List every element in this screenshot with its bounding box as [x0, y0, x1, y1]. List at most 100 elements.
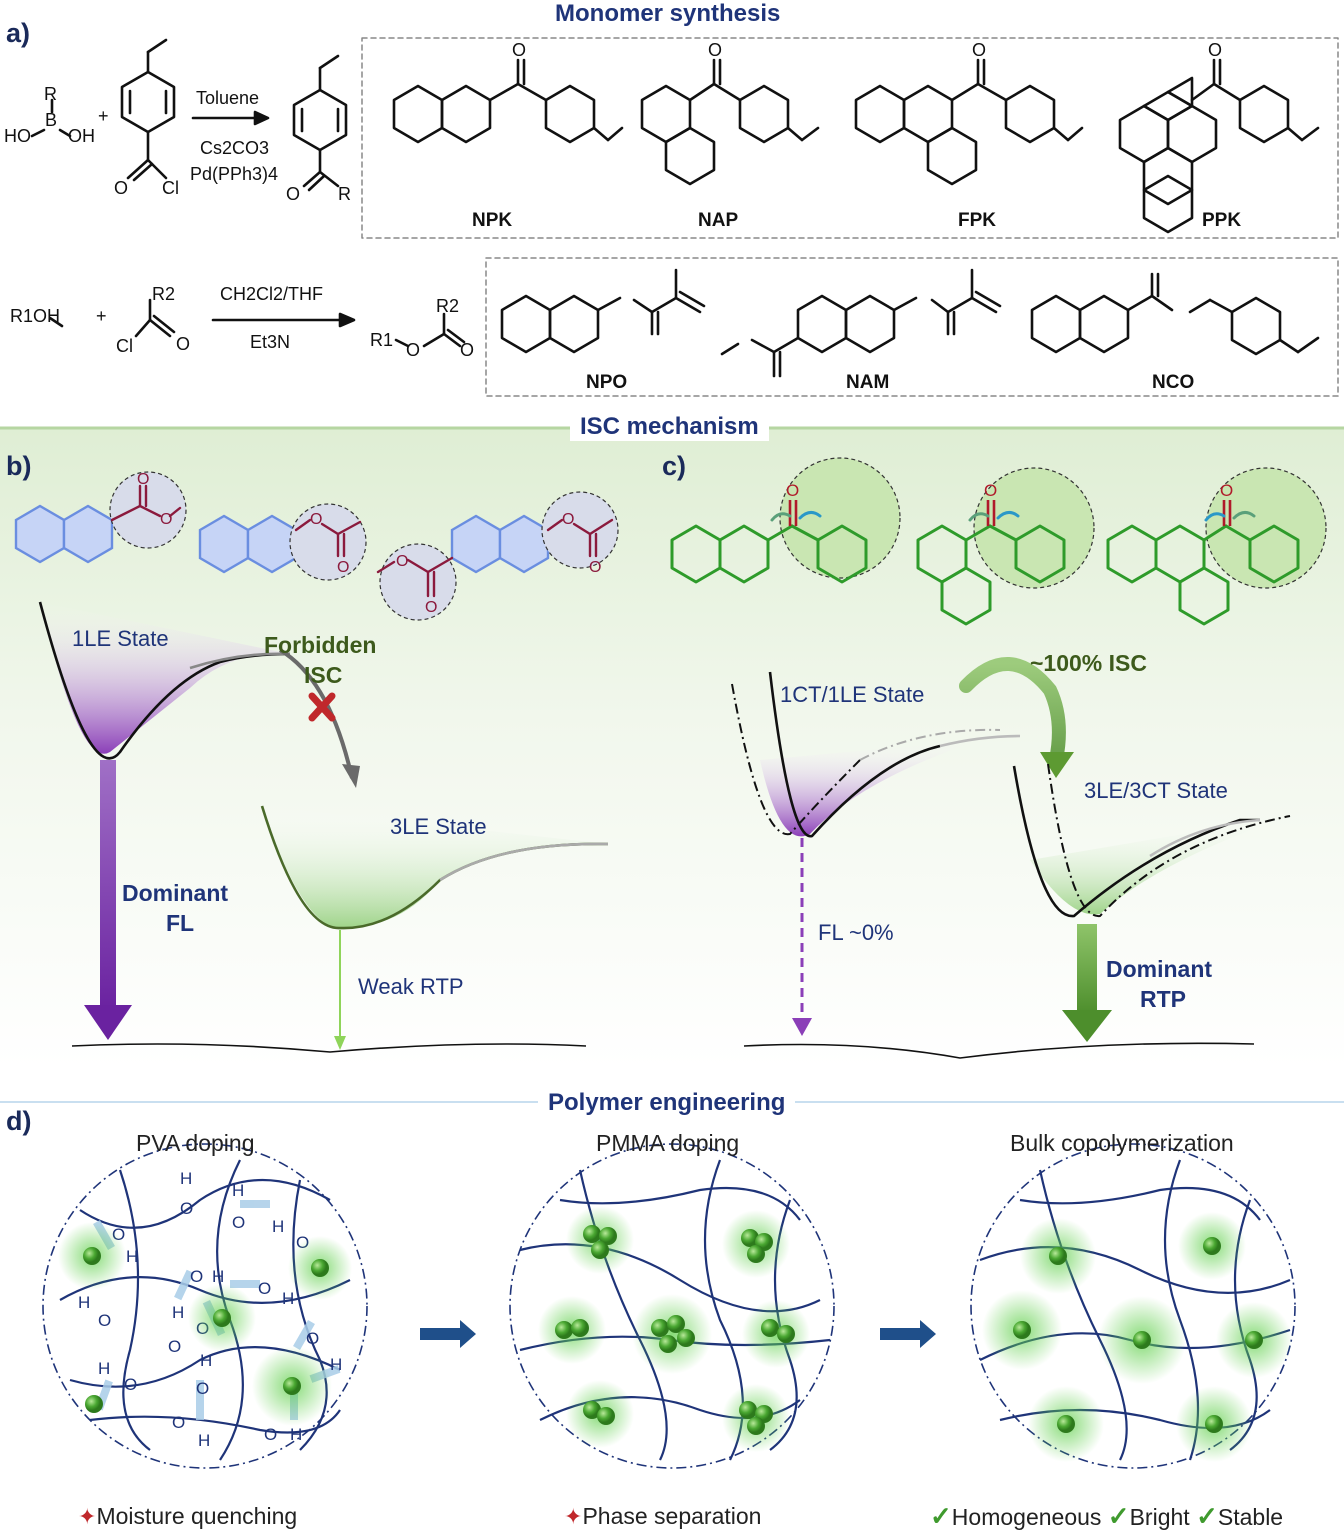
compound-label-nam: NAM — [846, 372, 890, 393]
svg-text:O: O — [984, 481, 997, 500]
svg-text:O: O — [337, 559, 349, 576]
acyl-o: O — [176, 334, 191, 354]
pmma-doping-title: PMMA doping — [596, 1130, 740, 1156]
panel-letter-a: a) — [6, 18, 31, 48]
acyl-cl: Cl — [116, 336, 133, 356]
section-title-monomer: Monomer synthesis — [545, 0, 791, 28]
compound-label-nco: NCO — [1152, 372, 1195, 393]
red-star-icon: ✦ — [564, 1504, 583, 1529]
panel-letter-c: c) — [662, 451, 687, 481]
c-singlet-state-label: 1CT/1LE State — [780, 682, 925, 707]
svg-text:O: O — [264, 1425, 277, 1444]
svg-text:H: H — [272, 1217, 284, 1236]
svg-text:H: H — [98, 1359, 110, 1378]
reagent-pd: Pd(PPh3)4 — [190, 164, 279, 184]
svg-text:O: O — [310, 511, 322, 528]
check-icon: ✓ — [1196, 1501, 1218, 1531]
svg-text:O: O — [589, 559, 601, 576]
svg-text:H: H — [200, 1351, 212, 1370]
boronic-r: R — [44, 84, 57, 104]
ketone-o-npk: O — [512, 40, 527, 60]
compound-label-fpk: FPK — [958, 210, 996, 231]
svg-text:O: O — [98, 1311, 111, 1330]
bulk-copolymerization-title: Bulk copolymerization — [1010, 1130, 1234, 1156]
svg-text:O: O — [196, 1379, 209, 1398]
reagent-toluene: Toluene — [196, 88, 260, 108]
ester-o: O — [406, 340, 421, 360]
boronic-oh: OH — [68, 126, 95, 146]
boronic-ho: HO — [4, 126, 31, 146]
caption-phase-separation: ✦Phase separation — [564, 1503, 762, 1529]
b-singlet-state-label: 1LE State — [72, 626, 169, 651]
svg-text:O: O — [425, 599, 437, 616]
compound-label-ppk: PPK — [1202, 210, 1242, 231]
b-triplet-state-label: 3LE State — [390, 814, 487, 839]
svg-text:H: H — [212, 1267, 224, 1286]
acyl-r2: R2 — [152, 284, 176, 304]
c-fl-label: FL ~0% — [818, 920, 894, 945]
svg-text:O: O — [160, 511, 172, 528]
panel-letter-d: d) — [6, 1106, 32, 1136]
svg-text:H: H — [232, 1181, 244, 1200]
ester-carbonyl-o: O — [460, 340, 475, 360]
ester-r2: R2 — [436, 296, 460, 316]
panel-letter-b: b) — [6, 451, 32, 481]
svg-text:O: O — [232, 1213, 245, 1232]
product-r: R — [338, 184, 351, 204]
check-icon: ✓ — [930, 1501, 952, 1531]
caption-moisture-quenching: ✦Moisture quenching — [78, 1503, 298, 1529]
caption-bulk-benefits: ✓Homogeneous ✓Bright ✓Stable — [930, 1501, 1284, 1531]
b-forbidden-label: Forbidden — [264, 632, 377, 658]
svg-text:O: O — [396, 553, 408, 570]
ketone-o-fpk: O — [972, 40, 987, 60]
compound-label-npk: NPK — [472, 210, 513, 231]
svg-text:O: O — [306, 1329, 319, 1348]
compound-label-nap: NAP — [698, 210, 739, 231]
product-o: O — [286, 184, 301, 204]
c-rtp-label: RTP — [1140, 986, 1186, 1012]
boronic-b: B — [45, 110, 58, 130]
svg-text:H: H — [330, 1355, 342, 1374]
b-dominant-label: Dominant — [122, 880, 229, 906]
ketone-o-ppk: O — [1208, 40, 1223, 60]
monomer-synthesis-scheme — [30, 37, 1339, 397]
svg-text:O: O — [124, 1375, 137, 1394]
reagent-ch2cl2-thf: CH2Cl2/THF — [220, 284, 324, 304]
svg-text:H: H — [290, 1425, 302, 1444]
ketone-o-nap: O — [708, 40, 723, 60]
c-isc-label: ~100% ISC — [1030, 650, 1147, 676]
b-isc-label: ISC — [304, 662, 343, 688]
svg-text:H: H — [180, 1169, 192, 1188]
svg-text:O: O — [172, 1413, 185, 1432]
svg-text:O: O — [786, 481, 799, 500]
svg-text:H: H — [198, 1431, 210, 1450]
svg-text:O: O — [137, 471, 149, 488]
red-star-icon: ✦ — [78, 1504, 97, 1529]
c-triplet-state-label: 3LE/3CT State — [1084, 778, 1228, 803]
plus-1: + — [98, 106, 109, 126]
svg-text:O: O — [562, 511, 574, 528]
b-weak-rtp-label: Weak RTP — [358, 974, 464, 999]
acid-chloride-cl: Cl — [162, 178, 179, 198]
section-title-isc: ISC mechanism — [570, 413, 769, 441]
compound-label-npo: NPO — [586, 372, 628, 393]
acid-chloride-o: O — [114, 178, 129, 198]
section-title-polymer: Polymer engineering — [538, 1089, 796, 1117]
svg-text:O: O — [190, 1267, 203, 1286]
reagent-et3n: Et3N — [250, 332, 291, 352]
c-dominant-label: Dominant — [1106, 956, 1213, 982]
svg-text:H: H — [282, 1289, 294, 1308]
svg-text:O: O — [258, 1279, 271, 1298]
pva-doping-title: PVA doping — [136, 1130, 255, 1156]
reagent-cs2co3: Cs2CO3 — [200, 138, 270, 158]
svg-text:H: H — [172, 1303, 184, 1322]
svg-text:H: H — [78, 1293, 90, 1312]
svg-text:O: O — [180, 1199, 193, 1218]
plus-2: + — [96, 306, 107, 326]
svg-text:O: O — [1220, 481, 1233, 500]
svg-text:H: H — [126, 1247, 138, 1266]
b-fl-label: FL — [166, 910, 195, 936]
check-icon: ✓ — [1107, 1501, 1130, 1531]
r1oh-label: R1OH — [10, 306, 61, 326]
